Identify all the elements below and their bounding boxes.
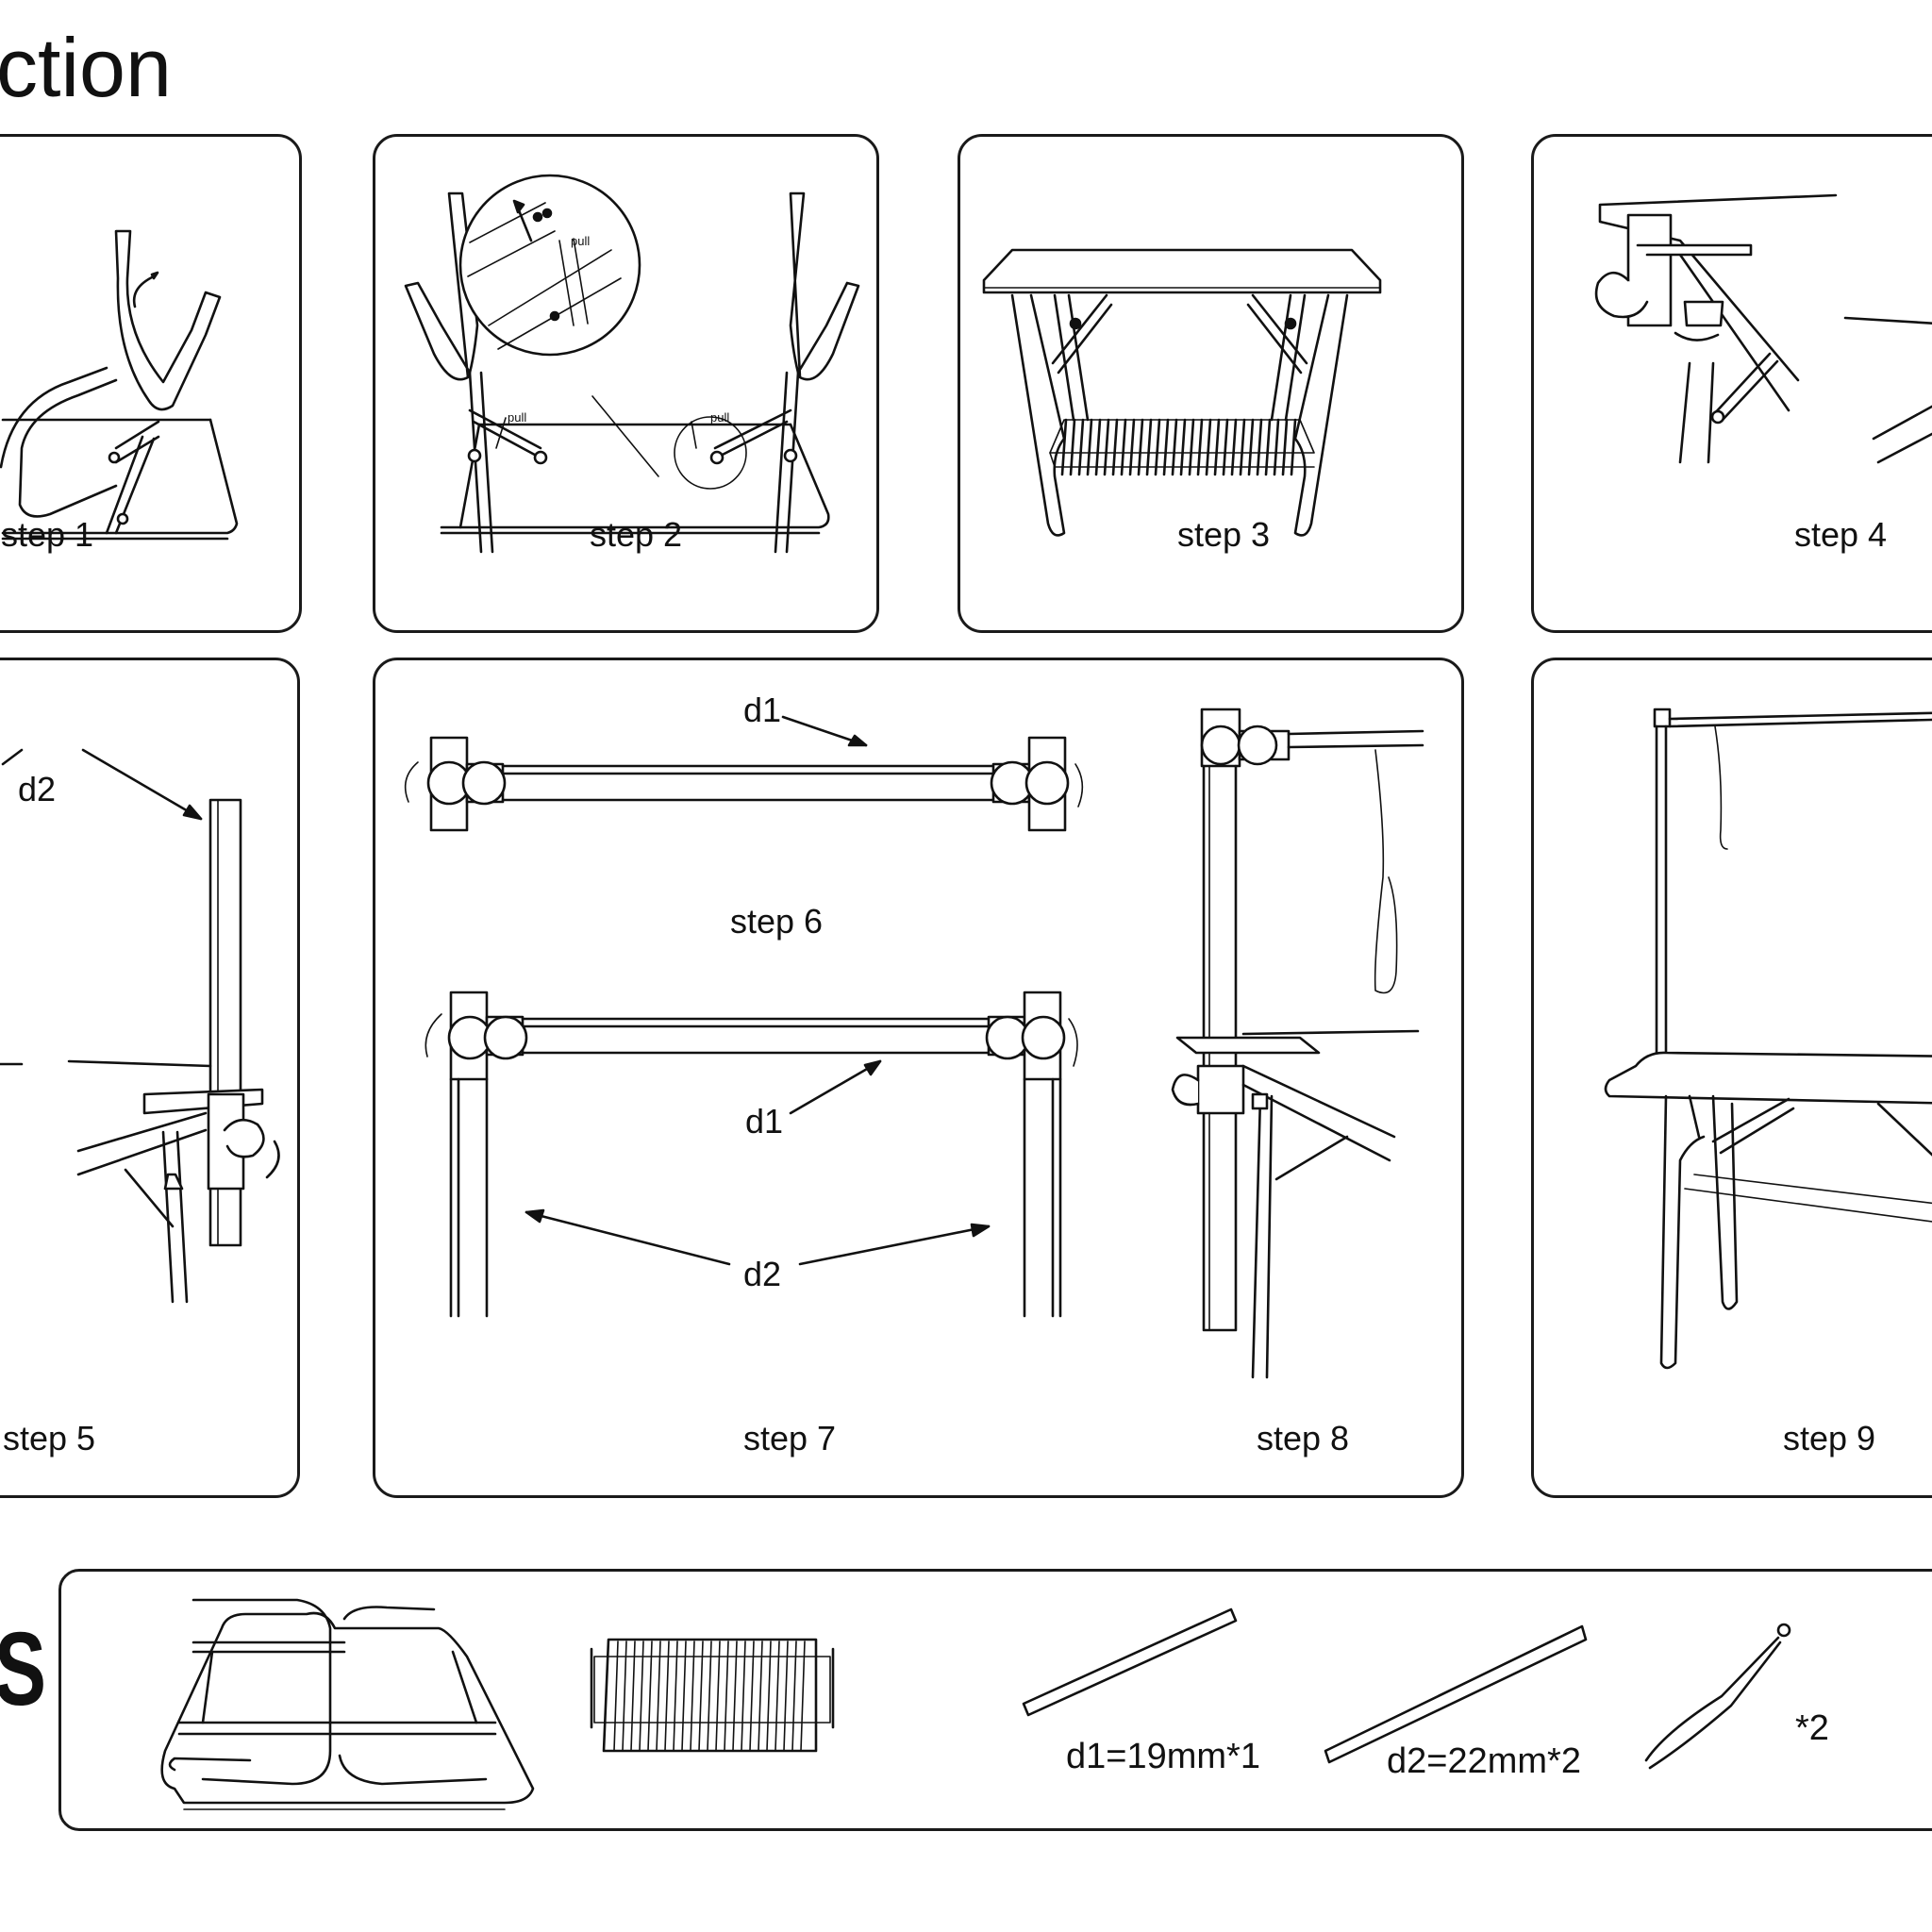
basket-wire (707, 1641, 712, 1752)
parts-section-title: S (0, 1613, 46, 1726)
basket-wire (1077, 418, 1085, 476)
basket-wire (622, 1641, 627, 1752)
step-1-label: step 1 (1, 515, 94, 554)
basket-wire (1137, 418, 1144, 476)
basket-wire (613, 1641, 619, 1752)
basket-wire (1264, 418, 1272, 476)
step-6-d1-annotation: d1 (743, 691, 782, 729)
step-8-label: step 8 (1257, 1419, 1350, 1457)
basket-wire (766, 1641, 772, 1752)
step-6-7-8-illustration (404, 708, 1424, 1379)
step-6-label: step 6 (730, 902, 824, 941)
step-2-pull-annotation: pull (571, 234, 591, 248)
basket-wire (664, 1641, 670, 1752)
basket-wire (1273, 418, 1280, 476)
basket-wire (1196, 418, 1204, 476)
basket-wire (1230, 418, 1238, 476)
basket-wire (749, 1641, 755, 1752)
basket-wire (690, 1641, 695, 1752)
part-d1-caption: d1=19mm*1 (1066, 1737, 1260, 1776)
basket-wire (715, 1641, 721, 1752)
step-5-d2-annotation: d2 (18, 770, 57, 808)
basket-wire (724, 1641, 729, 1752)
basket-wire (1188, 418, 1195, 476)
step-6-7-8-panel: d1 step 6 d1 d2 step 7 step 8 (373, 658, 1464, 1498)
step-3-illustration (982, 248, 1382, 537)
basket-wire (1171, 418, 1178, 476)
step-5-label: step 5 (3, 1419, 96, 1457)
basket-wire (1239, 418, 1246, 476)
basket-wire (800, 1641, 806, 1752)
step-2-pull-annotation: pull (508, 410, 527, 425)
basket-wire (1179, 418, 1187, 476)
part-loop-quantity: *2 (1795, 1708, 1829, 1748)
basket-wire (783, 1641, 789, 1752)
step-7-d2-annotation: d2 (743, 1255, 782, 1293)
step-9-label: step 9 (1783, 1419, 1876, 1457)
basket-wire (681, 1641, 687, 1752)
part-d2-caption: d2=22mm*2 (1387, 1741, 1581, 1781)
step-2-label: step 2 (590, 515, 683, 554)
basket-wire (732, 1641, 738, 1752)
step-1-illustration (0, 229, 239, 541)
basket-wire (1060, 418, 1068, 476)
basket-wire (1281, 418, 1289, 476)
basket-wire (1111, 418, 1119, 476)
basket-wire (698, 1641, 704, 1752)
step-4-panel: step 4 (1531, 134, 1932, 633)
basket-wire (1205, 418, 1212, 476)
basket-wire (774, 1641, 780, 1752)
basket-wire (741, 1641, 746, 1752)
step-1-panel: step 1 (0, 134, 302, 633)
basket-wire (1120, 418, 1127, 476)
basket-wire (1103, 418, 1110, 476)
basket-wire (1247, 418, 1255, 476)
basket-wire (1256, 418, 1263, 476)
step-2-illustration (404, 174, 860, 554)
step-2-pull-annotation: pull (710, 410, 730, 425)
part-grooming-loop (1644, 1636, 1782, 1770)
basket-wire (1213, 418, 1221, 476)
step-5-illustration (0, 748, 280, 1304)
basket-wire (1094, 418, 1102, 476)
parts-list-panel: d1=19mm*1 d2=22mm*2 *2 (58, 1569, 1932, 1831)
basket-wire (1128, 418, 1136, 476)
basket-wire (1145, 418, 1153, 476)
basket-wire (630, 1641, 636, 1752)
basket-wire (1154, 418, 1161, 476)
step-9-panel: step 9 (1531, 658, 1932, 1498)
part-bar-d1 (1022, 1607, 1238, 1717)
step-2-panel: pull pull pull step 2 (373, 134, 879, 633)
basket-wire (1222, 418, 1229, 476)
parts-list-illustrations (160, 1598, 1791, 1810)
step-5-panel: d2 step 5 (0, 658, 300, 1498)
step-7-d1-annotation: d1 (745, 1102, 784, 1141)
basket-wire (1290, 418, 1297, 476)
basket-wire (673, 1641, 678, 1752)
part-wire-basket (590, 1638, 835, 1753)
basket-wire (656, 1641, 661, 1752)
step-4-label: step 4 (1794, 515, 1888, 554)
basket-wire (758, 1641, 763, 1752)
basket-wire (1162, 418, 1170, 476)
part-folded-table (160, 1598, 535, 1810)
basket-wire (639, 1641, 644, 1752)
step-3-label: step 3 (1177, 515, 1271, 554)
basket-wire (1086, 418, 1093, 476)
part-bar-d2 (1324, 1624, 1588, 1764)
step-7-label: step 7 (743, 1419, 837, 1457)
basket-wire (791, 1641, 797, 1752)
step-4-illustration (1594, 193, 1932, 464)
step-9-illustration (1604, 708, 1932, 1370)
page-title: ction (0, 21, 172, 114)
basket-wire (647, 1641, 653, 1752)
step-3-panel: step 3 (958, 134, 1464, 633)
basket-wire (1069, 418, 1076, 476)
